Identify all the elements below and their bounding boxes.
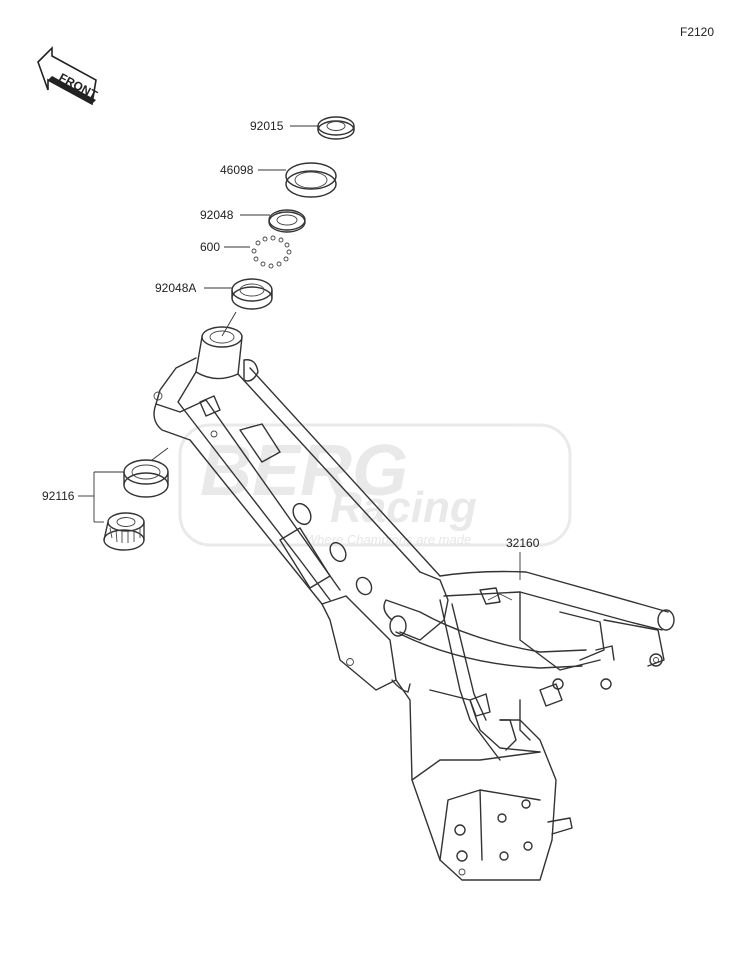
part-number-label: 32160: [506, 536, 540, 550]
part-92048a-race[interactable]: 92048A: [155, 278, 273, 310]
part-number-label: 92015: [250, 119, 284, 133]
front-arrow-icon: FRONT: [37, 46, 100, 106]
part-600-ball-bearings[interactable]: 600: [200, 235, 292, 269]
watermark-sub: Racing: [330, 483, 477, 532]
leader-line: [221, 311, 237, 337]
part-number-label: 46098: [220, 163, 254, 177]
part-number-label: 600: [200, 240, 220, 254]
part-46098-cover[interactable]: 46098: [220, 162, 337, 198]
part-92048-seal[interactable]: 92048: [200, 208, 306, 233]
part-92116-bearing-set[interactable]: 92116: [42, 447, 169, 551]
figure-code: F2120: [680, 25, 714, 39]
part-number-label: 92116: [42, 489, 75, 503]
part-32160-frame[interactable]: 32160: [153, 326, 675, 881]
part-92015-nut[interactable]: 92015: [250, 116, 355, 140]
watermark: BERG Racing Where Champions are made: [178, 423, 572, 547]
part-number-label: 92048A: [155, 281, 196, 295]
part-number-label: 92048: [200, 208, 234, 222]
watermark-brand: BERG: [200, 431, 408, 511]
watermark-tagline: Where Champions are made: [305, 532, 471, 547]
